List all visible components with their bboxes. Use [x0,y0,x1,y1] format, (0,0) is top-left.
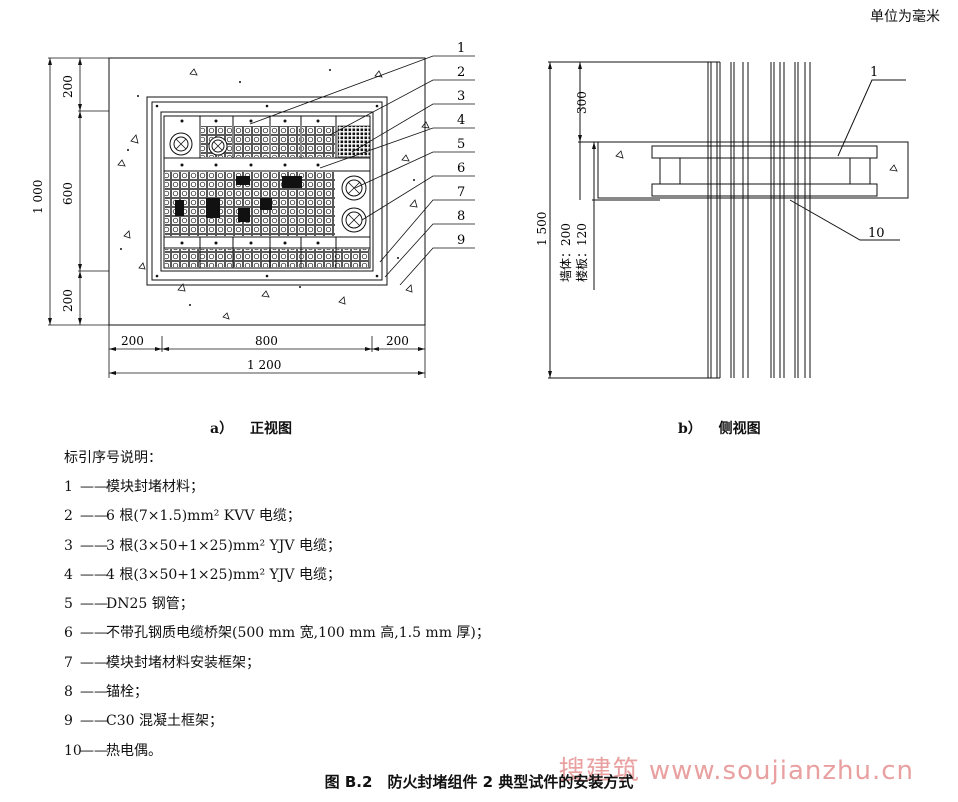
dim-bottom-2: 800 [255,334,278,348]
side-dim-wall: 墙体：200 [559,223,573,282]
concrete-frame [108,57,426,326]
dim-left-2: 600 [61,182,75,205]
legend-item: 1——模块封堵材料； [64,479,204,495]
front-view-drawing: 200 600 200 1 000 200 800 200 1 200 1 2 … [31,41,475,378]
module-block [163,115,371,269]
dim-bottom-1: 200 [121,334,144,348]
dim-left-1: 200 [61,75,75,98]
legend-item: 10——热电偶。 [64,742,162,759]
dim-total-width: 1 200 [247,358,281,372]
callout-4: 4 [457,113,465,128]
dim-left-3: 200 [61,289,75,312]
dim-total-height: 1 000 [31,180,45,214]
wall-section [597,141,909,199]
callout-6: 6 [457,161,465,176]
figure-title: 图 B.2 防火封堵组件 2 典型试件的安装方式 [324,773,634,791]
front-view-caption-text: 正视图 [249,421,292,437]
legend-list: 1——模块封堵材料； 2——6 根(7×1.5)mm² KVV 电缆； 3——3… [64,473,490,766]
side-dim-floor: 楼板：120 [574,223,589,282]
side-view-caption-text: 侧视图 [718,421,761,437]
unit-note: 单位为毫米 [870,9,940,25]
side-dim-total: 1 500 [535,212,549,246]
legend-item: 9——C30 混凝土框架； [64,713,223,730]
legend-item: 4——4 根(3×50+1×25)mm² YJV 电缆； [64,566,341,583]
side-view-caption: b） 侧视图 [678,418,761,438]
side-view-caption-letter: b） [678,421,702,437]
mounting-frame [146,96,388,286]
side-view-drawing: 300 1 500 墙体：200 楼板：120 1 10 [535,61,909,379]
front-view-caption-letter: a） [210,421,234,437]
side-callout-10: 10 [868,226,885,241]
dim-bottom-3: 200 [386,334,409,348]
callout-3: 3 [457,89,465,104]
legend-item: 7——模块封堵材料安装框架； [64,654,260,671]
legend-item: 5——DN25 钢管； [64,596,194,613]
legend-item: 2——6 根(7×1.5)mm² KVV 电缆； [64,508,301,525]
callout-5: 5 [457,137,465,152]
side-dim-top: 300 [575,91,589,114]
callout-9: 9 [457,233,465,248]
legend-title: 标引序号说明： [64,450,162,466]
side-callout-1: 1 [870,65,878,80]
watermark: 搜建筑 www.soujianzhu.cn [558,756,914,786]
legend-item: 3——3 根(3×50+1×25)mm² YJV 电缆； [64,537,341,554]
legend-item: 8——锚栓； [64,684,148,701]
callout-1: 1 [457,41,465,56]
callout-8: 8 [457,209,465,224]
front-view-caption: a） 正视图 [210,418,292,438]
callout-2: 2 [457,65,465,80]
callout-7: 7 [457,185,465,200]
legend-item: 6——不带孔钢质电缆桥架(500 mm 宽,100 mm 高,1.5 mm 厚)… [64,625,490,642]
